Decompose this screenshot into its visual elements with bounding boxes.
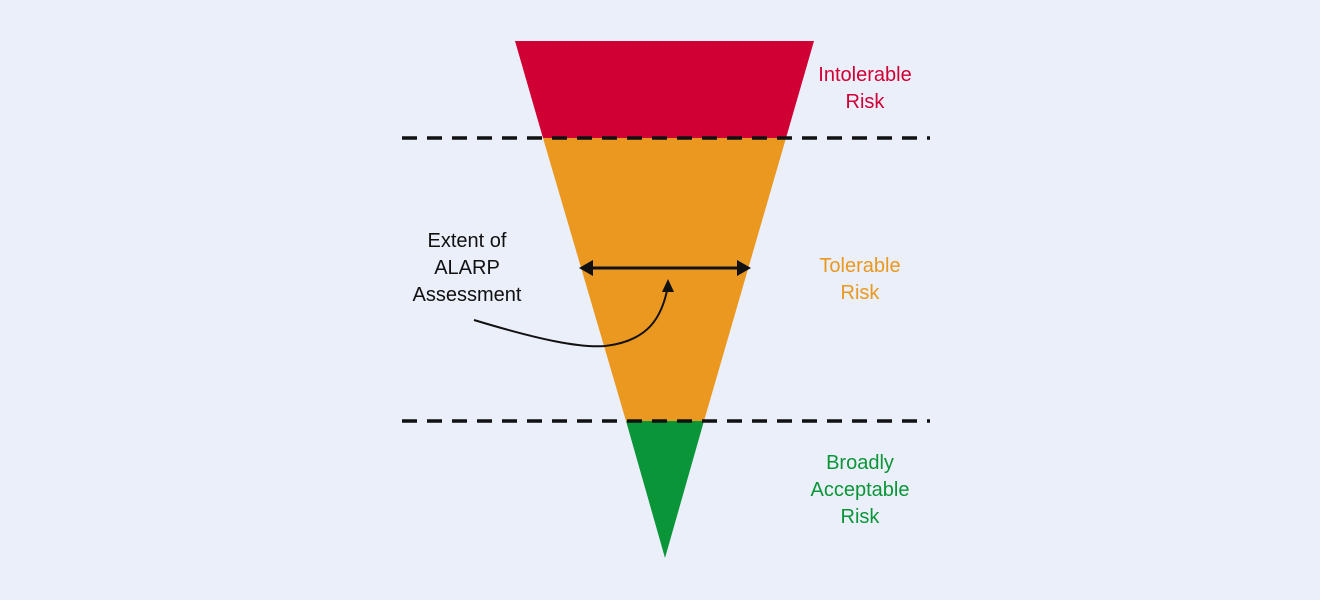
tolerable-region bbox=[543, 138, 786, 421]
alarp-extent-annotation: Extent of ALARP Assessment bbox=[392, 228, 542, 309]
tolerable-label-line1: Tolerable bbox=[819, 255, 901, 277]
tolerable-risk-label: Tolerable Risk bbox=[790, 253, 930, 307]
acceptable-region bbox=[626, 421, 704, 558]
acceptable-label-line2: Acceptable bbox=[810, 479, 910, 501]
intolerable-label-line1: Intolerable bbox=[818, 64, 912, 86]
extent-arrowhead-right bbox=[737, 260, 751, 276]
annotation-pointer-arrowhead bbox=[662, 279, 674, 292]
intolerable-label-line2: Risk bbox=[845, 91, 885, 113]
acceptable-label-line3: Risk bbox=[840, 506, 880, 528]
annotation-line2: ALARP bbox=[434, 257, 500, 279]
tolerable-label-line2: Risk bbox=[840, 282, 880, 304]
annotation-line1: Extent of bbox=[427, 230, 507, 252]
annotation-pointer-curve bbox=[473, 285, 669, 348]
broadly-acceptable-risk-label: Broadly Acceptable Risk bbox=[790, 450, 930, 531]
extent-arrowhead-left bbox=[579, 260, 593, 276]
intolerable-region bbox=[515, 41, 814, 138]
annotation-line3: Assessment bbox=[412, 284, 522, 306]
acceptable-label-line1: Broadly bbox=[826, 452, 894, 474]
intolerable-risk-label: Intolerable Risk bbox=[790, 62, 940, 116]
